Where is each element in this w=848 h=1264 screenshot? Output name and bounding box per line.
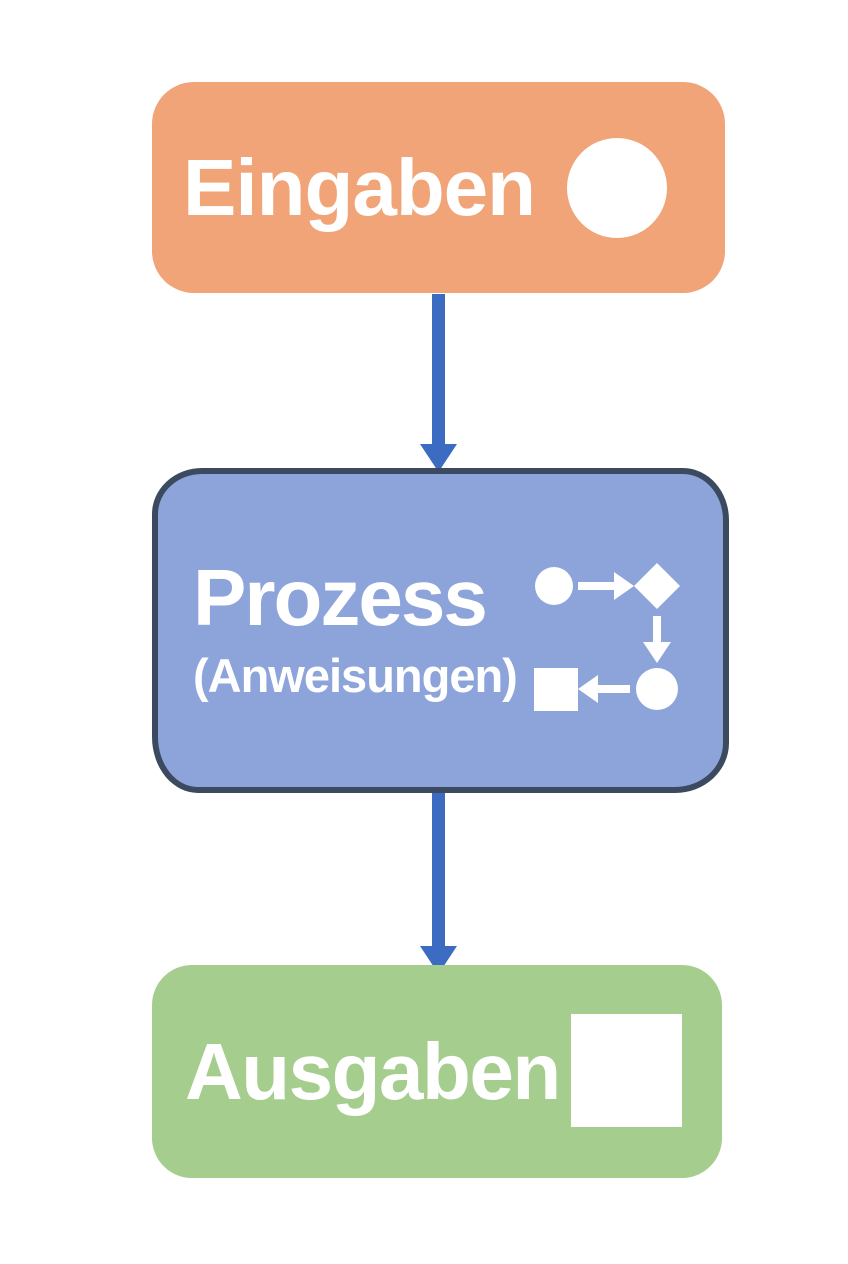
output-node-label: Ausgaben xyxy=(185,1026,561,1116)
circle-icon xyxy=(567,138,667,238)
arrow-input-to-process xyxy=(420,294,457,472)
output-node: Ausgaben xyxy=(152,965,722,1178)
process-node-label: Prozess xyxy=(193,553,488,642)
square-icon xyxy=(571,1014,682,1127)
arrow-shaft xyxy=(432,294,445,450)
arrow-shaft xyxy=(432,793,445,952)
arrow-right-head-icon xyxy=(614,572,634,600)
process-node-text: Prozess (Anweisungen) xyxy=(193,553,518,702)
mini-flowchart-icon xyxy=(534,563,680,711)
arrow-left-shaft xyxy=(596,685,630,693)
flow-end-circle-icon xyxy=(636,668,678,710)
flow-square-icon xyxy=(534,668,578,711)
process-node-sublabel: (Anweisungen) xyxy=(193,649,518,702)
diamond-icon xyxy=(634,563,680,609)
arrow-down-shaft xyxy=(653,616,661,644)
arrow-left-head-icon xyxy=(578,675,598,703)
process-node: Prozess (Anweisungen) xyxy=(152,468,729,793)
input-node-label: Eingaben xyxy=(183,142,536,232)
arrow-process-to-output xyxy=(420,793,457,974)
arrow-down-head-icon xyxy=(643,642,671,663)
flow-start-circle-icon xyxy=(535,567,573,605)
input-node: Eingaben xyxy=(152,82,725,293)
arrow-head-icon xyxy=(420,946,457,974)
arrow-right-shaft xyxy=(578,582,614,590)
arrow-head-icon xyxy=(420,444,457,472)
